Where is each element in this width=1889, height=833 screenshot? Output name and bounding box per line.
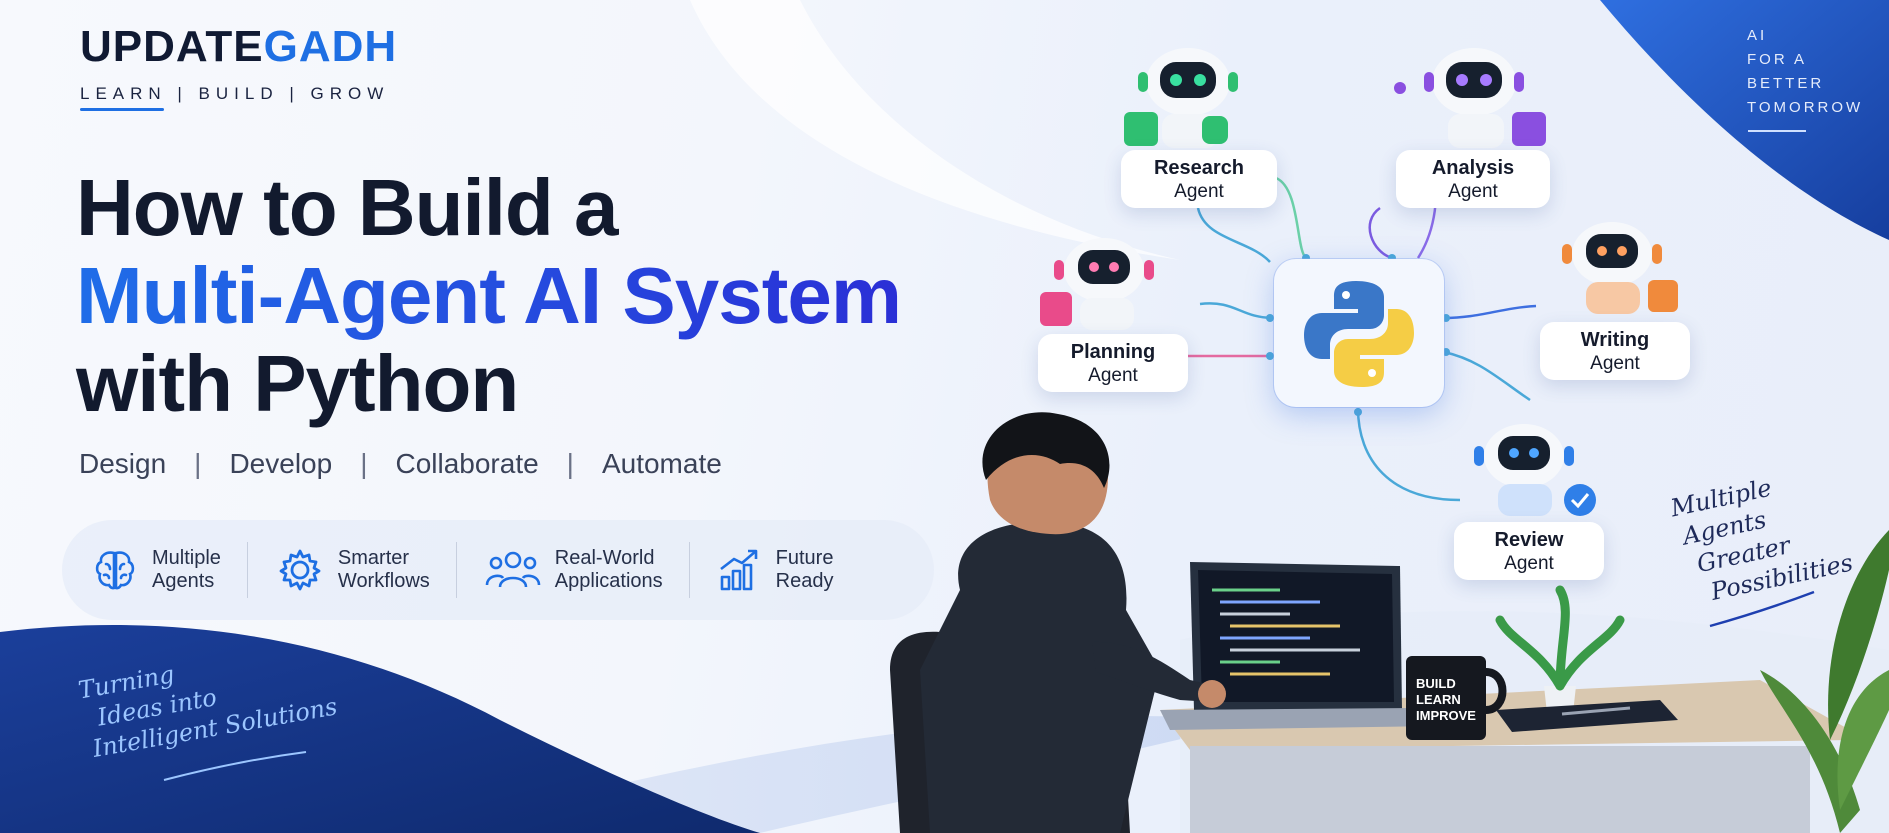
feature-divider [246, 542, 248, 598]
headline-line-1: How to Build a [76, 163, 619, 252]
subheadline-design: Design [79, 448, 167, 479]
agent-name: Review [1494, 529, 1564, 551]
research-robot-icon [1124, 48, 1238, 148]
tagline-underline [80, 108, 164, 111]
gear-icon [279, 549, 321, 591]
headline-line-2: Multi-Agent AI System [76, 251, 902, 340]
agent-name: Planning [1070, 341, 1156, 363]
analysis-robot-icon [1394, 48, 1546, 148]
agent-card-review: Review Agent [1454, 522, 1604, 580]
corner-note: AI FOR A BETTER TOMORROW [1747, 24, 1863, 120]
subheadline: Design| Develop| Collaborate| Automate [79, 448, 722, 479]
feature-label-1: Real-World [554, 547, 655, 569]
agent-name: Writing [1580, 329, 1650, 351]
feature-label-2: Applications [554, 570, 663, 592]
bottom-note-underline [163, 751, 307, 781]
planning-robot-icon [1040, 238, 1154, 330]
brand-part1: UPDATE [80, 22, 264, 71]
brain-icon [95, 551, 135, 590]
agent-card-research: Research Agent [1121, 150, 1277, 208]
corner-note-underline [1748, 130, 1806, 132]
agent-role: Agent [1590, 353, 1640, 374]
brand-part2: GADH [263, 22, 398, 71]
corner-note-line-2: FOR A [1747, 51, 1808, 68]
review-robot-icon [1474, 424, 1596, 516]
agent-card-planning: Planning Agent [1038, 334, 1188, 392]
mug-text-2: LEARN [1416, 692, 1461, 707]
feature-label-1: Multiple [152, 547, 221, 569]
writing-robot-icon [1562, 222, 1678, 314]
subheadline-automate: Automate [601, 448, 722, 479]
agent-name: Analysis [1431, 157, 1515, 179]
corner-note-line-1: AI [1747, 27, 1768, 44]
corner-note-line-4: TOMORROW [1747, 99, 1864, 116]
agent-card-analysis: Analysis Agent [1396, 150, 1550, 208]
subheadline-collaborate: Collaborate [395, 448, 539, 479]
feature-divider [688, 542, 690, 598]
developer-desk-scene: BUILD LEARN IMPROVE [890, 412, 1889, 833]
feature-divider [455, 542, 457, 598]
python-hub [1274, 259, 1444, 407]
agent-card-writing: Writing Agent [1540, 322, 1690, 380]
subheadline-develop: Develop [229, 448, 333, 479]
mug-text-3: IMPROVE [1416, 708, 1476, 723]
people-icon [485, 551, 541, 588]
headline-line-3: with Python [76, 339, 519, 428]
growth-chart-icon [719, 549, 757, 591]
feature-label-1: Smarter [337, 547, 410, 569]
feature-label-2: Agents [152, 570, 215, 592]
agent-role: Agent [1504, 553, 1554, 574]
agent-role: Agent [1448, 181, 1498, 202]
agent-role: Agent [1174, 181, 1224, 202]
feature-label-2: Workflows [337, 570, 430, 592]
corner-note-line-3: BETTER [1747, 75, 1825, 92]
agent-role: Agent [1088, 365, 1138, 386]
right-note-underline [1709, 590, 1815, 628]
agent-name: Research [1153, 157, 1245, 179]
brand-logo: UPDATEGADH [80, 22, 397, 72]
python-logo-icon [1304, 281, 1414, 387]
mug-text-1: BUILD [1416, 676, 1456, 691]
brand-tagline: LEARN | BUILD | GROW [80, 84, 390, 103]
feature-label-2: Ready [775, 570, 834, 592]
feature-label-1: Future [775, 547, 834, 569]
